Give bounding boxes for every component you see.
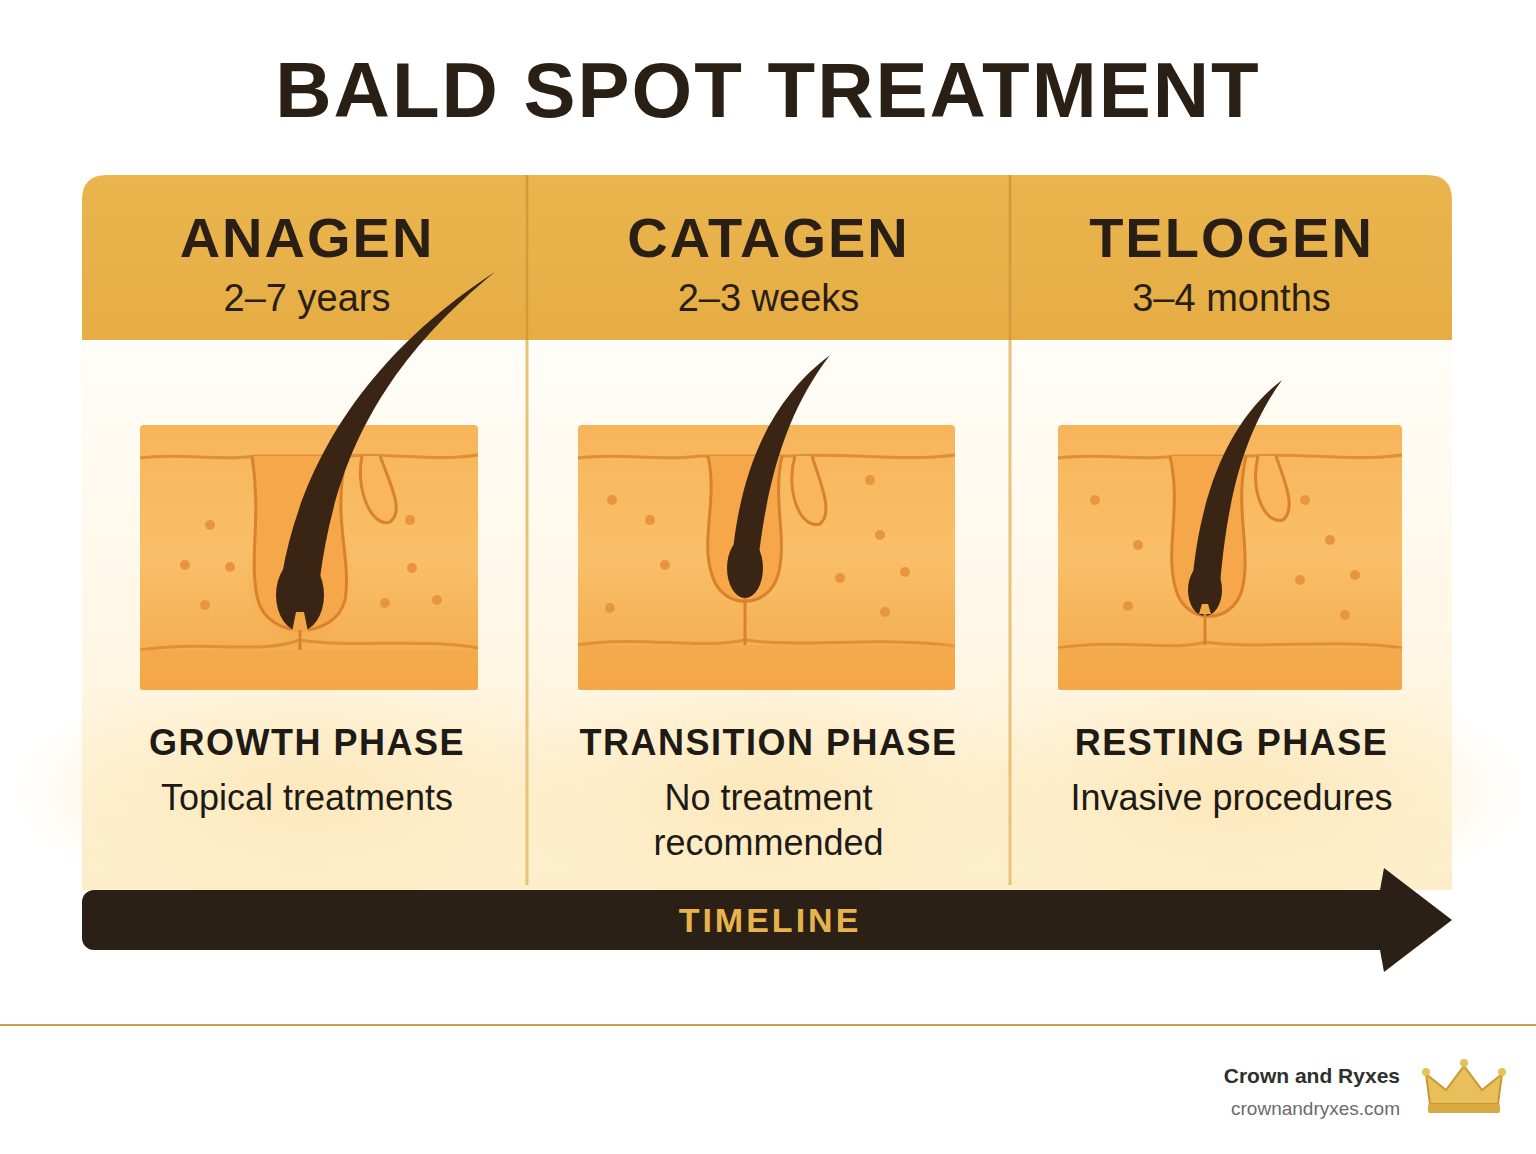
phase-duration: 2–3 weeks	[678, 275, 860, 323]
timeline-label: TIMELINE	[82, 890, 1458, 950]
phase-column: CATAGEN2–3 weeksTRANSITION PHASE No treat…	[527, 175, 1010, 885]
phase-column: TELOGEN3–4 monthsRESTING PHASE Invasive p…	[1010, 175, 1453, 885]
phase-name: ANAGEN	[180, 203, 435, 273]
treatment-note: No treatment recommended	[619, 775, 919, 865]
diagram-title: BALD SPOT TREATMENT	[0, 48, 1536, 134]
phase-label: RESTING PHASE	[1075, 720, 1389, 765]
phase-label: GROWTH PHASE	[149, 720, 465, 765]
phase-name: CATAGEN	[627, 203, 910, 273]
brand-url: crownandryxes.com	[1231, 1098, 1400, 1120]
phase-name: TELOGEN	[1089, 203, 1374, 273]
brand-name: Crown and Ryxes	[1224, 1064, 1400, 1088]
treatment-note: Topical treatments	[117, 775, 497, 820]
phase-duration: 3–4 months	[1132, 275, 1331, 323]
phase-duration: 2–7 years	[224, 275, 391, 323]
timeline-arrow: TIMELINE	[82, 890, 1382, 950]
crown-icon	[1422, 1059, 1506, 1113]
treatment-note: Invasive procedures	[1042, 775, 1422, 820]
phase-column: ANAGEN2–7 yearsGROWTH PHASE Topical treat…	[82, 175, 532, 885]
phase-label: TRANSITION PHASE	[579, 720, 957, 765]
